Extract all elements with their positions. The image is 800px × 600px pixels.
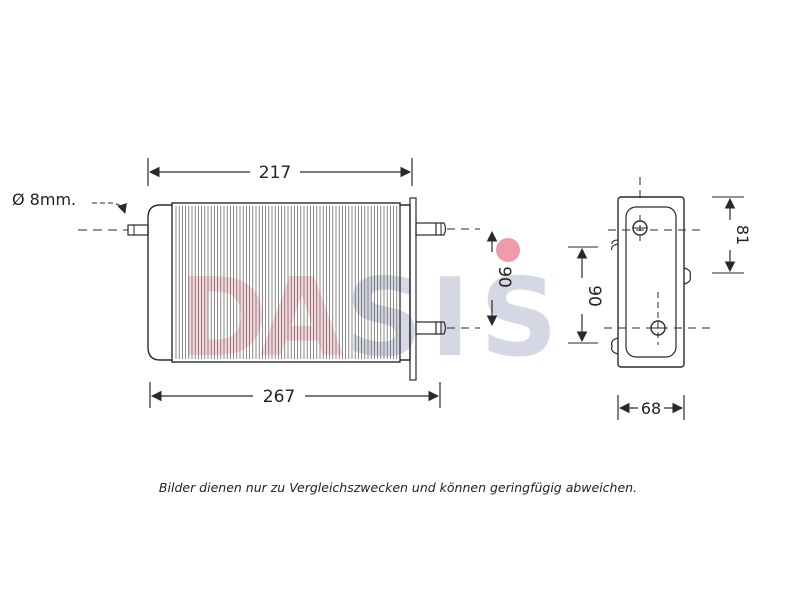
left-tank (147, 204, 172, 361)
side-inner-frame (625, 206, 677, 358)
disclaimer-caption: Bilder dienen nur zu Vergleichszwecken u… (159, 480, 637, 495)
dimension-label-90-front: 90 (494, 266, 514, 288)
dimension-side-height: 81 (712, 196, 752, 274)
side-right-clip (683, 267, 691, 285)
left-pipe (127, 224, 149, 236)
pipe-diameter-label: Ø 8mm. (12, 190, 76, 209)
watermark-letter-i: I (430, 256, 470, 381)
dimension-depth: 68 (617, 395, 685, 420)
watermark-letter-a: A (260, 256, 344, 381)
front-view (78, 197, 480, 381)
top-right-pipe (415, 222, 447, 236)
dimension-pipe-spacing-front: 90 (486, 230, 514, 327)
side-outer-frame (617, 196, 685, 368)
side-view (604, 177, 710, 368)
pipe-diameter-callout: Ø 8mm. (12, 190, 127, 214)
bottom-right-pipe (415, 321, 447, 335)
dimension-label-217: 217 (259, 163, 291, 183)
dimension-label-90-side: 90 (584, 285, 604, 307)
core-fins (175, 206, 401, 359)
dimension-label-81: 81 (733, 225, 752, 245)
dimension-width-bottom: 267 (149, 382, 441, 408)
dimension-pipe-spacing-side: 90 (568, 246, 604, 344)
dimension-label-267: 267 (263, 387, 295, 407)
watermark-dot (496, 238, 520, 262)
dimension-width-top: 217 (147, 158, 413, 186)
side-left-clip (611, 337, 619, 355)
mounting-flange (409, 197, 417, 381)
dimension-label-68: 68 (641, 399, 661, 418)
